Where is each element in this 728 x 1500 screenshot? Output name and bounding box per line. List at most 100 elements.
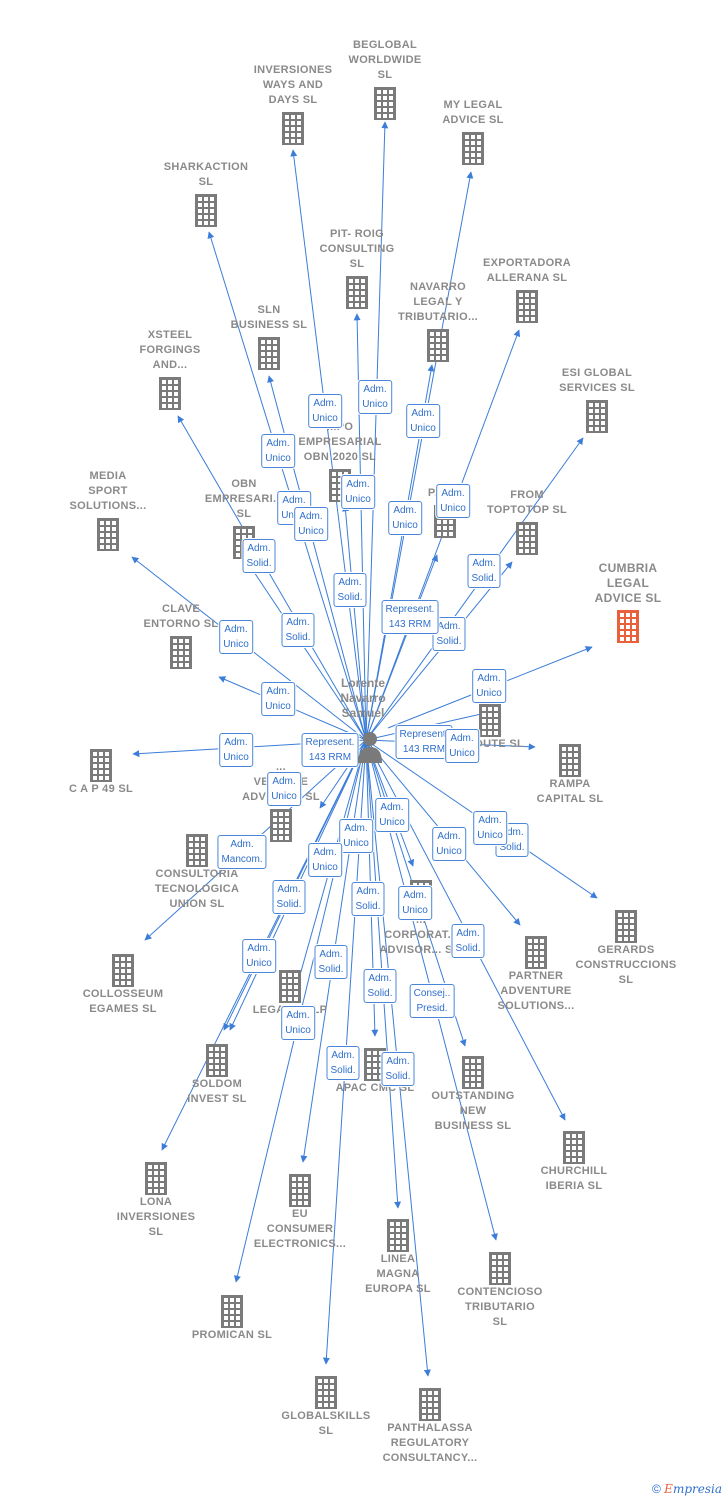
edge-p-sl (365, 554, 439, 741)
company-name: EU CONSUMER ELECTRONICS... (253, 1208, 347, 1250)
role-label[interactable]: Adm. Unico (375, 798, 409, 832)
role-label[interactable]: Adm. Unico (398, 886, 432, 920)
company-node-contencioso[interactable]: CONTENCIOSO TRIBUTARIO SL (440, 1248, 560, 1330)
edge-grupo-obn (342, 504, 367, 741)
company-node-beglobal[interactable]: BEGLOBAL WORLDWIDE SL (325, 38, 445, 120)
company-node-panthalassa[interactable]: PANTHALASSA REGULATORY CONSULTANCY... (370, 1384, 490, 1466)
role-label[interactable]: Adm. Unico (308, 394, 342, 428)
building-icon (516, 290, 538, 323)
role-label[interactable]: Adm. Unico (219, 733, 253, 767)
company-node-pit-roig[interactable]: PIT- ROIG CONSULTING SL (297, 227, 417, 309)
company-node-promican[interactable]: PROMICAN SL (172, 1291, 292, 1343)
role-label[interactable]: Represent. 143 RRM (395, 725, 453, 759)
company-node-inversiones-ways[interactable]: INVERSIONES WAYS AND DAYS SL (233, 63, 353, 145)
role-label[interactable]: Adm. Solid. (242, 539, 276, 573)
company-node-soldom[interactable]: SOLDOM INVEST SL (157, 1040, 277, 1107)
company-name: PIT- ROIG CONSULTING SL (319, 228, 395, 270)
role-label[interactable]: Adm. Unico (358, 380, 392, 414)
company-name: C A P 49 SL (68, 783, 134, 795)
building-icon (315, 1376, 337, 1409)
role-label[interactable]: Adm. Unico (339, 819, 373, 853)
role-label[interactable]: Represent. 143 RRM (301, 733, 359, 767)
role-label[interactable]: Adm. Unico (308, 843, 342, 877)
role-label[interactable]: Adm. Solid. (351, 882, 385, 916)
company-node-outstanding[interactable]: OUTSTANDING NEW BUSINESS SL (413, 1052, 533, 1134)
company-name: CONSULTORIA TECNOLOGICA UNION SL (154, 868, 240, 910)
role-label[interactable]: Adm. Solid. (363, 969, 397, 1003)
role-label[interactable]: Adm. Solid. (272, 880, 306, 914)
brand-name: mpresia (672, 1482, 722, 1496)
company-node-consultoria[interactable]: CONSULTORIA TECNOLOGICA UNION SL (137, 830, 257, 912)
company-node-esi-global[interactable]: ESI GLOBAL SERVICES SL (537, 366, 657, 433)
company-node-partner[interactable]: PARTNER ADVENTURE SOLUTIONS... (476, 932, 596, 1014)
building-icon (419, 1388, 441, 1421)
role-label[interactable]: Adm. Unico (406, 404, 440, 438)
person-name: Lorente Navarro Samuel (340, 676, 386, 720)
role-label[interactable]: Adm. Solid. (281, 613, 315, 647)
role-label[interactable]: Adm. Unico (261, 682, 295, 716)
role-label[interactable]: Adm. Solid. (333, 573, 367, 607)
role-label[interactable]: Adm. Unico (472, 669, 506, 703)
role-label[interactable]: Adm. Unico (281, 1006, 315, 1040)
company-node-sln[interactable]: SLN BUSINESS SL (209, 303, 329, 370)
company-node-eu-consumer[interactable]: EU CONSUMER ELECTRONICS... (240, 1170, 360, 1252)
company-node-clave-entorno[interactable]: CLAVE ENTORNO SL (121, 602, 241, 669)
company-node-sharkaction[interactable]: SHARKACTION SL (146, 160, 266, 227)
company-name: ...PO EMPRESARIAL OBN 2020 SL (298, 421, 382, 463)
role-label[interactable]: Adm. Solid. (326, 1046, 360, 1080)
building-icon (270, 809, 292, 842)
role-label[interactable]: Adm. Unico (388, 501, 422, 535)
building-icon (170, 636, 192, 669)
focus-company-node[interactable]: CUMBRIA LEGAL ADVICE SL (568, 561, 688, 643)
company-node-my-legal[interactable]: MY LEGAL ADVICE SL (413, 98, 533, 165)
company-name: CHURCHILL IBERIA SL (540, 1165, 608, 1192)
company-name: NAVARRO LEGAL Y TRIBUTARIO... (397, 281, 479, 323)
role-label[interactable]: Adm. Mancom. (217, 835, 267, 869)
company-node-churchill[interactable]: CHURCHILL IBERIA SL (514, 1127, 634, 1194)
company-name: PANTHALASSA REGULATORY CONSULTANCY... (382, 1422, 478, 1464)
role-label[interactable]: Adm. Unico (294, 507, 328, 541)
role-label[interactable]: Adm. Unico (219, 620, 253, 654)
role-label[interactable]: Adm. Solid. (451, 924, 485, 958)
role-label[interactable]: Adm. Solid. (381, 1052, 415, 1086)
building-icon (364, 1048, 386, 1081)
company-node-media-sport[interactable]: MEDIA SPORT SOLUTIONS... (48, 469, 168, 551)
role-label[interactable]: Adm. Unico (432, 827, 466, 861)
role-label[interactable]: Adm. Unico (267, 772, 301, 806)
edge-obn-emp (245, 559, 367, 741)
role-label[interactable]: Represent. 143 RRM (381, 600, 439, 634)
company-node-exportadora[interactable]: EXPORTADORA ALLERANA SL (467, 256, 587, 323)
brand-initial: E (664, 1482, 673, 1496)
company-node-from-toptotop[interactable]: FROM TOPTOTOP SL (467, 488, 587, 555)
role-label[interactable]: Adm. Unico (341, 475, 375, 509)
role-label[interactable]: Adm. Unico (473, 811, 507, 845)
company-node-gerards[interactable]: GERARDS CONSTRUCCIONS SL (566, 906, 686, 988)
company-name: OBN EMPRESARI... SL (204, 478, 284, 520)
building-icon (615, 910, 637, 943)
role-label[interactable]: Adm. Solid. (314, 945, 348, 979)
role-label[interactable]: Adm. Unico (242, 939, 276, 973)
company-node-xsteel[interactable]: XSTEEL FORGINGS AND... (110, 328, 230, 410)
building-icon (427, 329, 449, 362)
person-node[interactable]: Lorente Navarro Samuel (333, 676, 393, 721)
company-name: CLAVE ENTORNO SL (143, 603, 219, 630)
company-node-rampa[interactable]: RAMPA CAPITAL SL (510, 740, 630, 807)
role-label[interactable]: Adm. Solid. (432, 617, 466, 651)
role-label[interactable]: Consej.. Presid. (409, 984, 455, 1018)
role-label[interactable]: Adm. Unico (261, 434, 295, 468)
role-label[interactable]: Adm. Unico (445, 729, 479, 763)
company-node-obn-emp[interactable]: OBN EMPRESARI... SL (184, 477, 304, 559)
building-icon (525, 936, 547, 969)
role-label[interactable]: Adm. Solid. (467, 554, 501, 588)
company-node-globalskills[interactable]: GLOBALSKILLS SL (266, 1372, 386, 1439)
building-icon (462, 1056, 484, 1089)
company-node-linea-magna[interactable]: LINEA MAGNA EUROPA SL (338, 1215, 458, 1297)
company-node-lona[interactable]: LONA INVERSIONES SL (96, 1158, 216, 1240)
company-name: COLLOSSEUM EGAMES SL (82, 988, 164, 1015)
company-node-cap49[interactable]: C A P 49 SL (41, 745, 161, 797)
company-node-collosseum[interactable]: COLLOSSEUM EGAMES SL (63, 950, 183, 1017)
copyright-credit[interactable]: © Empresia (652, 1482, 722, 1496)
company-node-navarro-legal[interactable]: NAVARRO LEGAL Y TRIBUTARIO... (378, 280, 498, 362)
role-label[interactable]: Adm. Unico (436, 484, 470, 518)
edge-xsteel (177, 415, 367, 741)
